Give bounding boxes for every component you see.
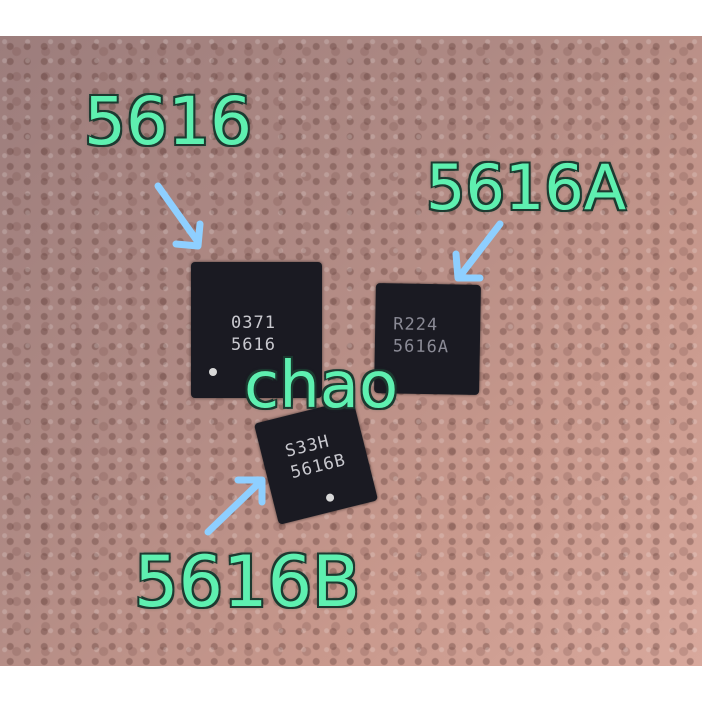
chip-marking: R224 5616A	[392, 314, 450, 358]
label-5616a: 5616A	[426, 151, 627, 224]
label-5616b: 5616B	[134, 541, 361, 623]
arrow-icon	[204, 476, 266, 536]
chip-5616: 0371 5616	[191, 262, 322, 398]
arrow-icon	[452, 220, 504, 282]
pin1-dot	[325, 492, 335, 503]
chip-marking: S33H 5616B	[283, 431, 348, 484]
arrow-icon	[154, 182, 204, 250]
label-5616: 5616	[84, 83, 252, 160]
pin1-dot	[209, 368, 217, 376]
watermark-chao: chao	[244, 349, 399, 423]
product-photo	[0, 36, 702, 666]
chip-marking: 0371 5616	[231, 313, 276, 355]
